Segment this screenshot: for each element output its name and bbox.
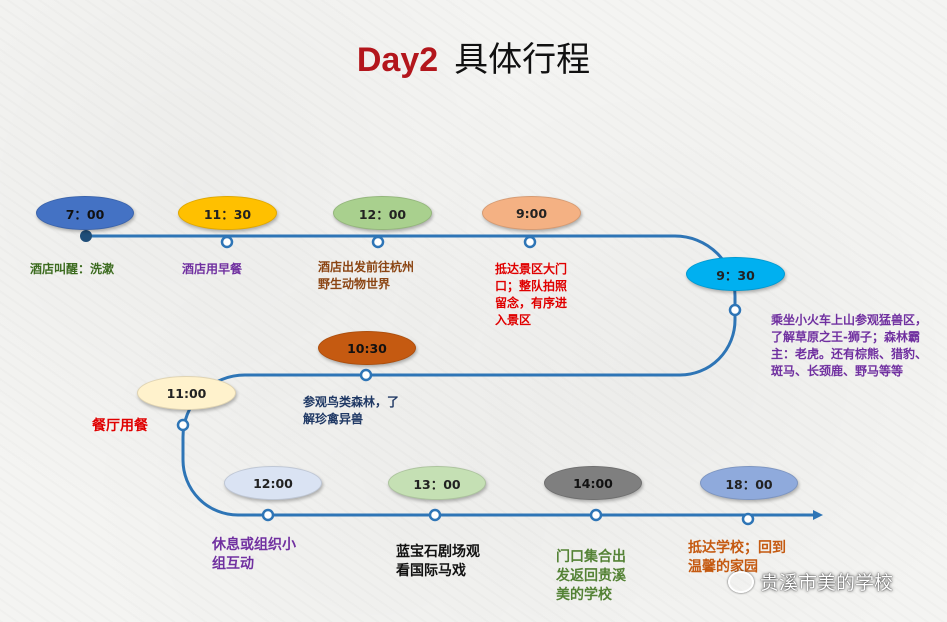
stop-label-line: 酒店出发前往杭州 (318, 260, 415, 274)
stop-label-7: 餐厅用餐 (92, 417, 148, 436)
stop-label-line: 酒店叫醒：洗漱 (30, 262, 115, 276)
stop-marker-10 (589, 508, 603, 522)
stop-label-line: 休息或组织小 (212, 537, 296, 553)
stop-label-1: 酒店叫醒：洗漱 (30, 261, 114, 278)
stop-marker-8 (261, 508, 275, 522)
stop-label-8: 休息或组织小组互动 (212, 536, 296, 574)
stop-label-line: 口；整队拍照 (495, 279, 568, 293)
stop-label-line: 蓝宝石剧场观 (396, 544, 480, 560)
stop-label-line: 抵达学校；回到 (688, 540, 786, 556)
stop-marker-6 (359, 368, 373, 382)
stop-label-line: 留念，有序进 (495, 296, 568, 310)
stop-label-9: 蓝宝石剧场观看国际马戏 (396, 543, 480, 581)
stop-label-line: 餐厅用餐 (92, 418, 148, 434)
stop-marker-11 (741, 512, 755, 526)
stop-label-6: 参观鸟类森林，了解珍禽异兽 (303, 394, 399, 428)
stop-label-line: 组互动 (212, 556, 254, 572)
title-day: Day2 (356, 41, 439, 79)
stop-label-line: 解珍禽异兽 (303, 412, 364, 426)
stop-marker-5 (728, 303, 742, 317)
time-ellipse-10: 14:00 (544, 466, 642, 500)
stop-label-line: 入景区 (495, 313, 532, 327)
time-ellipse-5: 9：30 (686, 257, 785, 291)
stop-label-line: 野生动物世界 (318, 277, 391, 291)
time-ellipse-6: 10:30 (318, 331, 416, 365)
time-ellipse-1: 7：00 (36, 196, 134, 230)
stop-marker-4 (523, 235, 537, 249)
start-dot (80, 230, 92, 242)
watermark: 贵溪市美的学校 (728, 568, 893, 595)
time-ellipse-11: 18：00 (700, 466, 798, 500)
stop-marker-9 (428, 508, 442, 522)
stop-label-line: 看国际马戏 (396, 563, 466, 579)
stop-label-line: 参观鸟类森林，了 (303, 395, 400, 409)
stop-marker-7 (176, 418, 190, 432)
stop-label-line: 酒店用早餐 (182, 262, 243, 276)
title-text: 具体行程 (454, 40, 591, 80)
stop-label-line: 了解草原之王-狮子；森林霸 (771, 330, 920, 344)
time-ellipse-8: 12:00 (224, 466, 322, 500)
time-ellipse-9: 13：00 (388, 466, 486, 500)
stop-label-3: 酒店出发前往杭州野生动物世界 (318, 259, 414, 293)
stop-label-line: 美的学校 (556, 587, 612, 603)
time-ellipse-2: 11：30 (178, 196, 277, 230)
time-ellipse-4: 9:00 (482, 196, 581, 230)
stop-label-line: 主：老虎。还有棕熊、猎豹、 (771, 347, 928, 361)
stop-label-10: 门口集合出发返回贵溪美的学校 (556, 548, 626, 605)
time-ellipse-3: 12：00 (333, 196, 432, 230)
page-title: Day2 具体行程 (0, 38, 947, 82)
stop-label-2: 酒店用早餐 (182, 261, 242, 278)
stop-label-line: 抵达景区大门 (495, 262, 568, 276)
stop-marker-2 (220, 235, 234, 249)
stop-label-5: 乘坐小火车上山参观猛兽区， 了解草原之王-狮子；森林霸主：老虎。还有棕熊、猎豹、斑… (771, 312, 927, 380)
time-ellipse-7: 11:00 (137, 376, 236, 410)
watermark-text: 贵溪市美的学校 (760, 572, 894, 594)
wechat-icon (728, 570, 754, 593)
stop-label-line: 门口集合出 (556, 549, 626, 565)
stop-marker-3 (371, 235, 385, 249)
stop-label-4: 抵达景区大门口；整队拍照留念，有序进入景区 (495, 261, 567, 329)
stop-label-line: 乘坐小火车上山参观猛兽区， (771, 313, 928, 327)
stop-label-line: 发返回贵溪 (556, 568, 626, 584)
stop-label-line: 斑马、长颈鹿、野马等等 (771, 364, 904, 378)
